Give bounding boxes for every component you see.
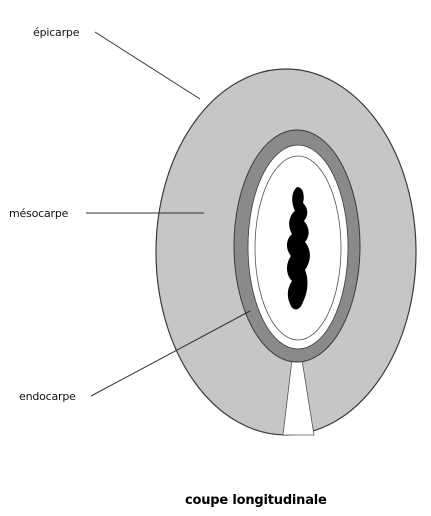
epicarpe-label: épicarpe — [33, 27, 79, 38]
epicarpe-leader-line — [95, 32, 200, 99]
endocarpe-label: endocarpe — [19, 391, 76, 402]
diagram-caption: coupe longitudinale — [185, 494, 327, 507]
mesocarpe-label: mésocarpe — [9, 208, 68, 219]
